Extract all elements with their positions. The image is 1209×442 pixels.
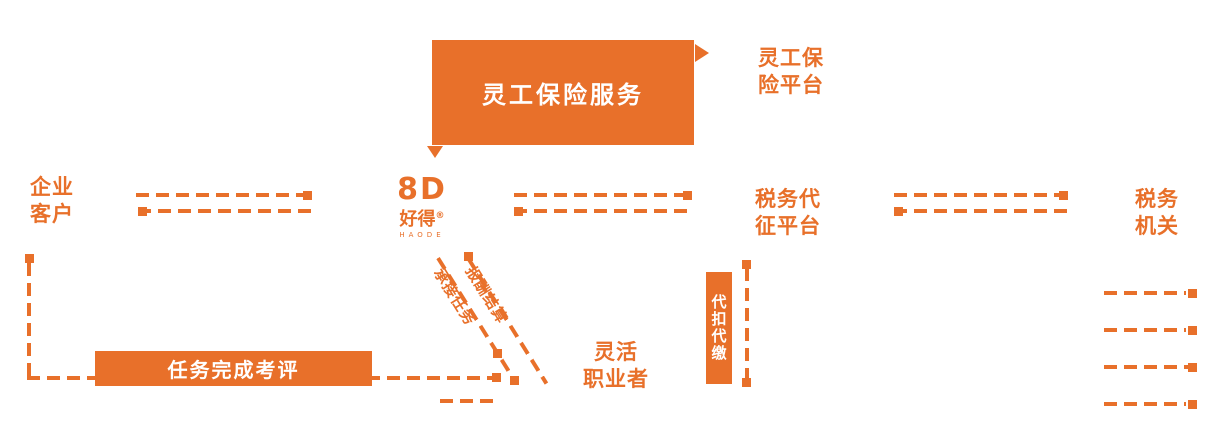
task-review-bar-label: 任务完成考评 [167, 358, 300, 382]
legend-endpoint [1188, 326, 1197, 335]
node-tax-authority-line1: 税务 [1135, 187, 1179, 211]
legend-line-1 [1104, 291, 1186, 295]
flow-line-taxagent-to-authority [894, 193, 1068, 197]
flow-line-platform-to-taxagent [514, 193, 692, 197]
node-insurance-platform: 灵工保 险平台 [758, 45, 824, 99]
legend-endpoint [1188, 289, 1197, 298]
flow-line-enterprise-to-platform [136, 193, 312, 197]
legend-endpoint [1188, 400, 1197, 409]
node-tax-collection-platform-line2: 征平台 [755, 214, 821, 238]
legend-line-4 [1104, 402, 1186, 406]
legend-line-3 [1104, 365, 1200, 369]
flow-line-authority-to-taxagent [894, 209, 1068, 213]
haode-logo-subtext: HAODE [399, 231, 445, 239]
node-flexible-worker-line2: 职业者 [583, 367, 649, 391]
flow-endpoint [1059, 191, 1068, 200]
withholding-bar-label: 代扣代缴 [709, 294, 728, 362]
haode-logo-name-text: 好得 [399, 209, 436, 230]
legend-endpoint [1188, 363, 1197, 372]
legend-line-2 [1104, 328, 1186, 332]
haode-logo: 8D 好得® HAODE [384, 175, 460, 240]
flow-endpoint [514, 207, 523, 216]
withholding-bar: 代扣代缴 [706, 272, 732, 384]
haode-logo-mark-icon: 8D [397, 172, 447, 207]
flow-line-taxagent-to-worker [745, 268, 749, 382]
haode-logo-name: 好得® [384, 205, 460, 231]
flow-endpoint [894, 207, 903, 216]
node-insurance-platform-line2: 险平台 [758, 73, 824, 97]
flow-endpoint [25, 254, 34, 263]
arrow-down-icon [427, 146, 443, 158]
node-flexible-worker-line1: 灵活 [594, 340, 638, 364]
flow-endpoint [510, 376, 519, 385]
node-tax-authority-line2: 机关 [1135, 214, 1179, 238]
flow-line-enterprise-down [27, 263, 31, 378]
node-enterprise: 企业 客户 [30, 174, 74, 228]
flow-endpoint [742, 260, 751, 269]
flow-endpoint [742, 378, 751, 387]
insurance-service-box: 灵工保险服务 [432, 40, 694, 145]
flow-endpoint [464, 252, 473, 261]
task-review-bar: 任务完成考评 [95, 351, 372, 386]
node-enterprise-line2: 客户 [30, 202, 74, 226]
insurance-service-box-label: 灵工保险服务 [482, 81, 644, 109]
node-tax-collection-platform: 税务代 征平台 [755, 186, 821, 240]
registered-mark: ® [435, 211, 445, 221]
flow-endpoint [138, 207, 147, 216]
node-tax-collection-platform-line1: 税务代 [755, 187, 821, 211]
node-flexible-worker: 灵活 职业者 [582, 339, 650, 393]
arrow-right-icon [695, 44, 709, 62]
flow-endpoint [303, 191, 312, 200]
node-tax-authority: 税务 机关 [1135, 186, 1179, 240]
flow-line-worker-return-stub [440, 399, 498, 403]
flow-line-taxagent-to-platform [514, 209, 692, 213]
node-insurance-platform-line1: 灵工保 [758, 46, 824, 70]
flow-endpoint [683, 191, 692, 200]
node-enterprise-line1: 企业 [30, 175, 74, 199]
flow-line-platform-to-enterprise [138, 209, 312, 213]
flow-endpoint [492, 373, 501, 382]
